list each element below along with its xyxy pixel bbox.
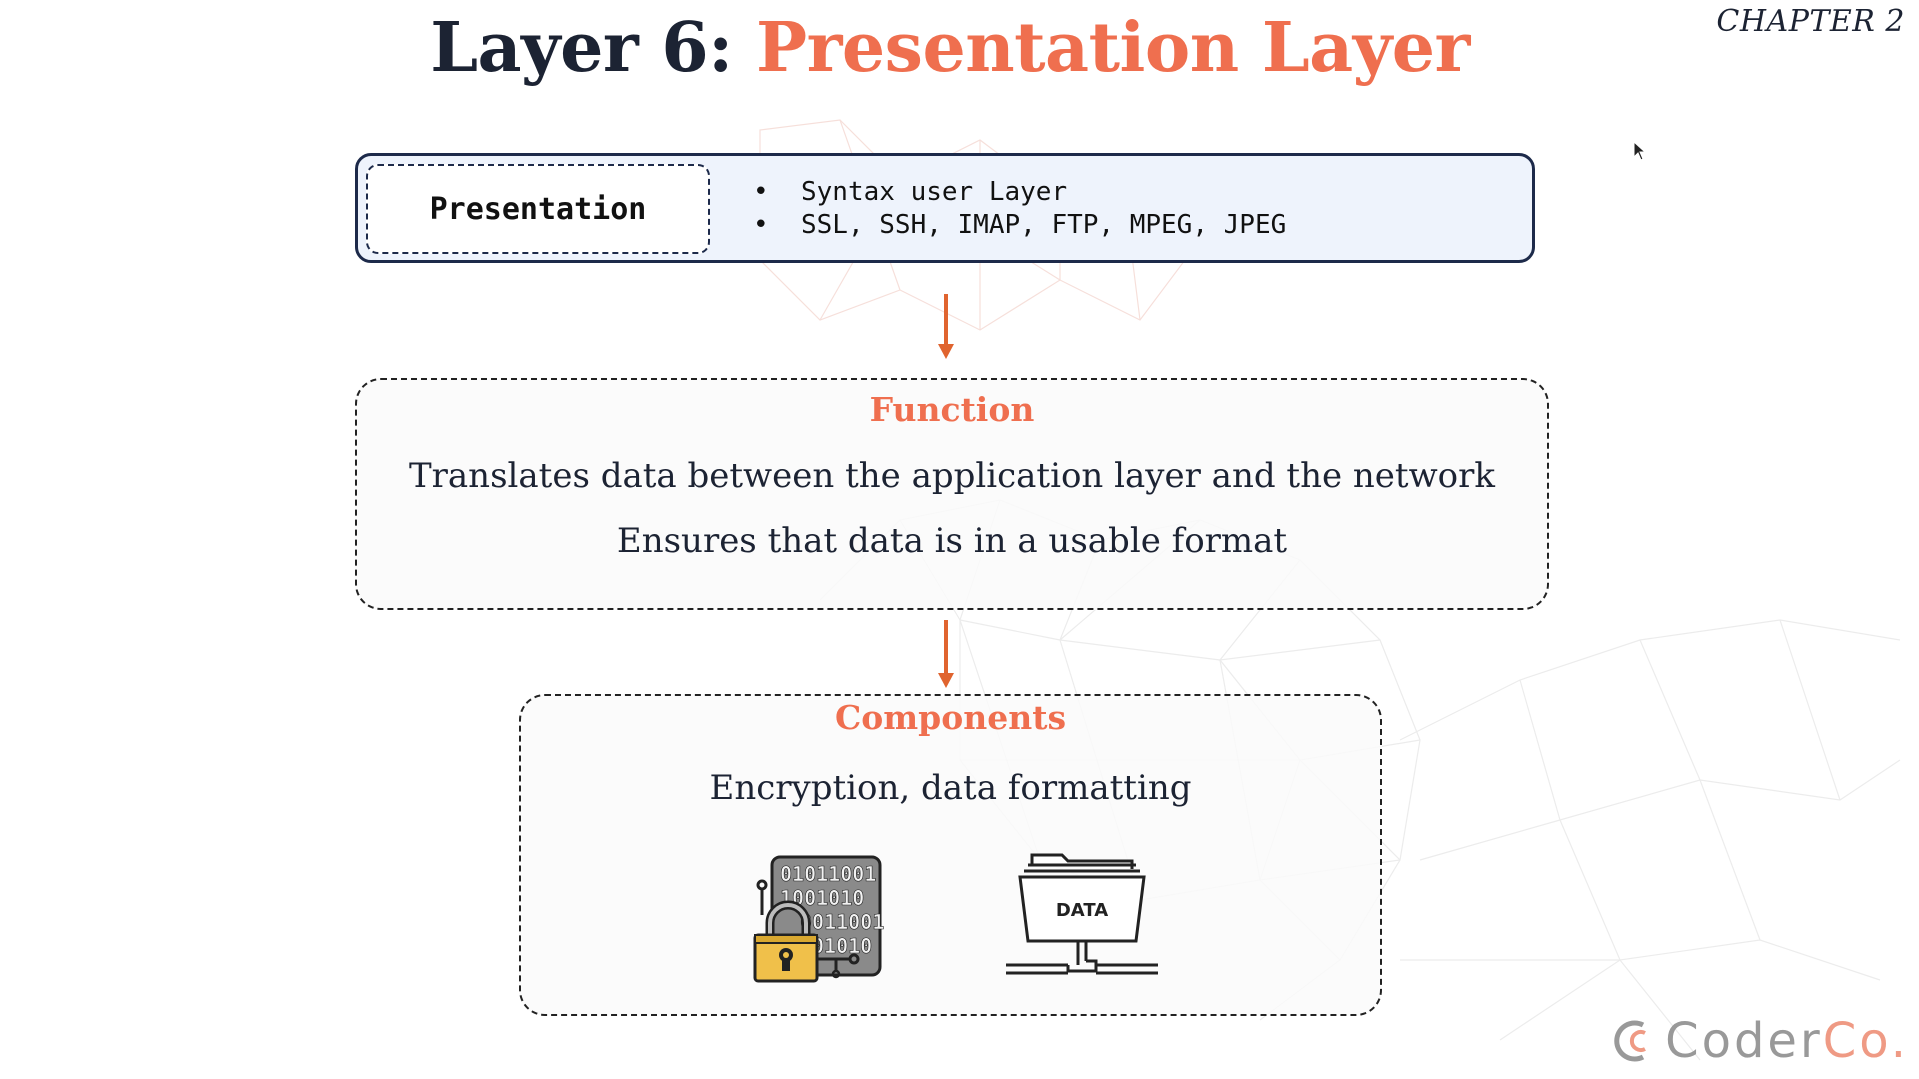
function-box: Function Translates data between the app…	[355, 378, 1549, 610]
down-arrow-icon	[938, 620, 954, 688]
title-prefix: Layer 6:	[430, 8, 756, 88]
presentation-bullet-list: • Syntax user Layer • SSL, SSH, IMAP, FTP,…	[753, 176, 1286, 242]
down-arrow-icon	[938, 294, 954, 359]
list-item: • Syntax user Layer	[753, 176, 1286, 209]
page-title: Layer 6: Presentation Layer	[0, 8, 1900, 88]
bullet-text: Syntax user Layer	[801, 177, 1068, 207]
bullet-icon: •	[753, 177, 769, 207]
data-icon-label: DATA	[1056, 900, 1108, 921]
svg-text:01010: 01010	[812, 934, 872, 958]
function-line: Ensures that data is in a usable format	[616, 521, 1288, 561]
components-box: Components Encryption, data formatting	[519, 694, 1382, 1016]
function-heading: Function	[869, 390, 1035, 429]
logo-text-accent: Co.	[1822, 1013, 1909, 1069]
mouse-cursor-icon	[1633, 141, 1647, 161]
bullet-icon: •	[753, 210, 769, 240]
coderco-logo-icon	[1614, 1020, 1646, 1062]
data-folder-icon: DATA	[1006, 853, 1158, 975]
svg-text:01011001: 01011001	[780, 862, 876, 886]
chapter-label: CHAPTER 2	[1716, 4, 1905, 39]
components-text: Encryption, data formatting	[709, 768, 1192, 808]
components-heading: Components	[834, 698, 1067, 737]
presentation-label: Presentation	[366, 164, 710, 254]
function-line: Translates data between the application …	[408, 456, 1496, 496]
binary-lock-icon: 01011001 1001010 0011001 01010	[753, 855, 885, 983]
svg-text:0011001: 0011001	[800, 910, 884, 934]
bullet-text: SSL, SSH, IMAP, FTP, MPEG, JPEG	[801, 210, 1287, 240]
list-item: • SSL, SSH, IMAP, FTP, MPEG, JPEG	[753, 209, 1286, 242]
title-highlight: Presentation Layer	[755, 8, 1470, 88]
presentation-box: Presentation • Syntax user Layer • SSL, SS…	[355, 153, 1535, 263]
logo-text-main: Coder	[1665, 1013, 1823, 1069]
